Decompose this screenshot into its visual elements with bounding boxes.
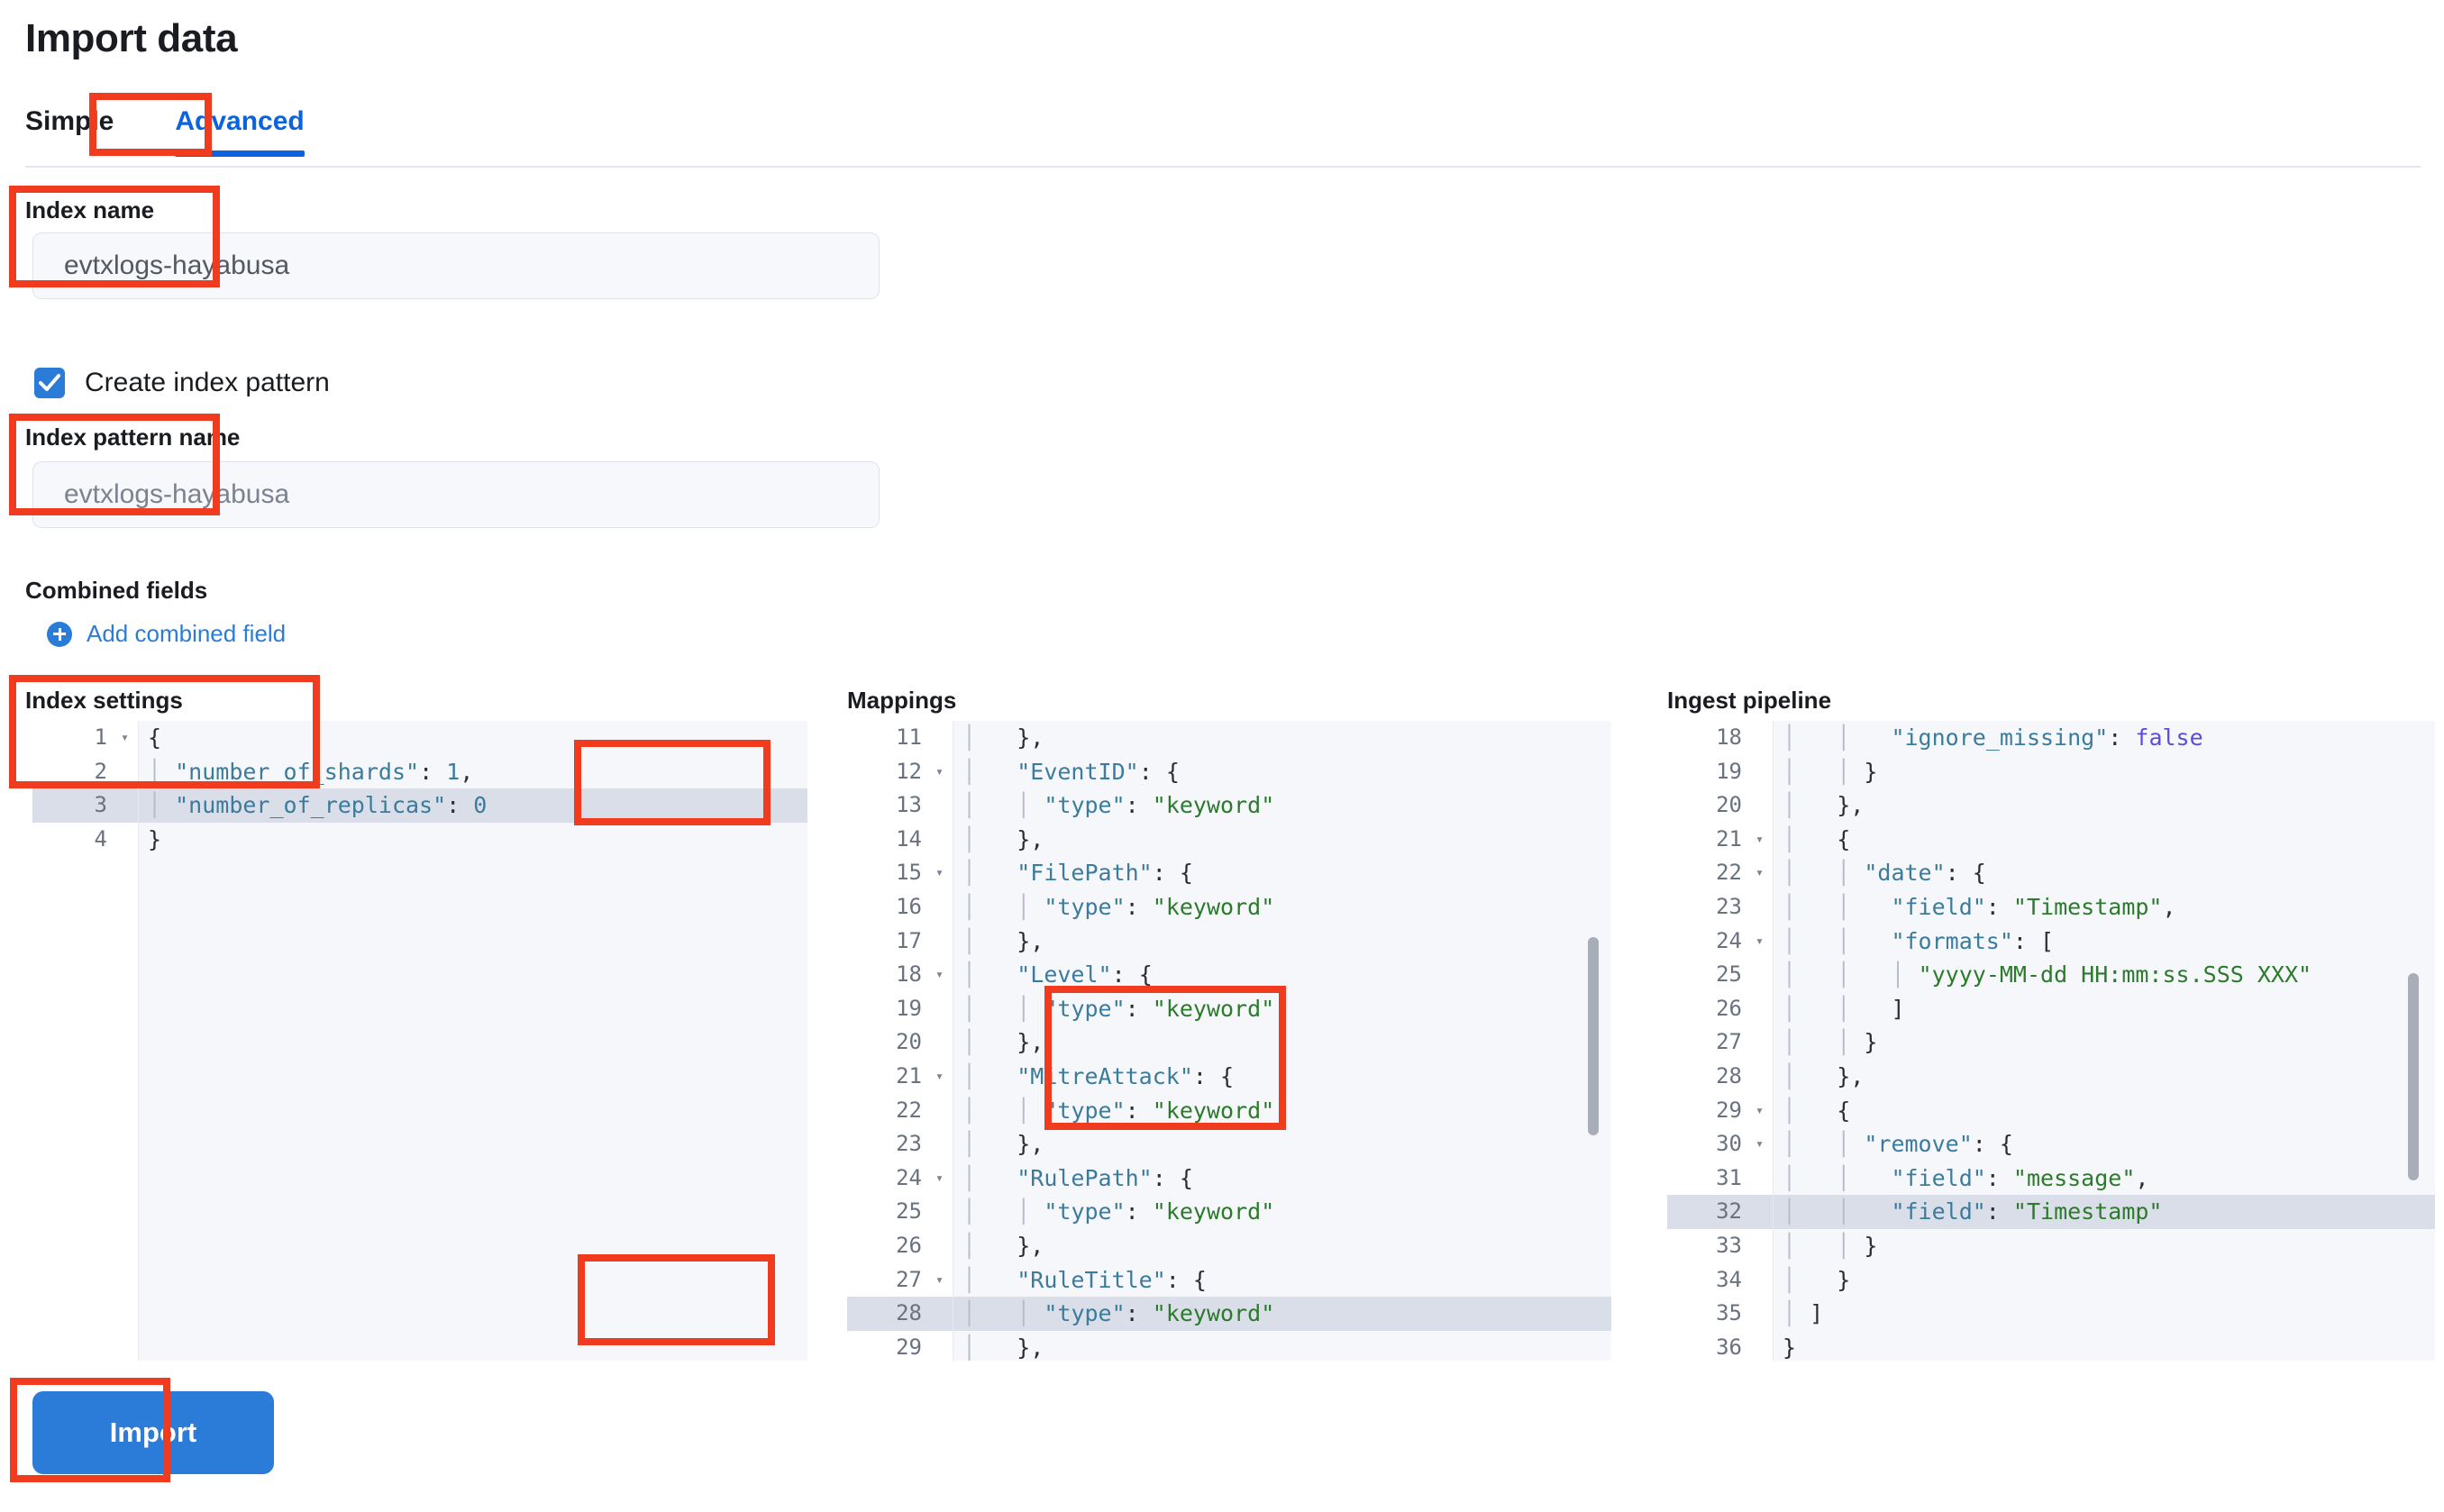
combined-fields-label: Combined fields <box>25 577 208 604</box>
tab-bar: Simple Advanced <box>25 101 335 157</box>
import-button[interactable]: Import <box>32 1391 274 1474</box>
page-title: Import data <box>25 16 238 60</box>
index-pattern-name-label: Index pattern name <box>25 424 241 451</box>
add-combined-field-label: Add combined field <box>87 620 287 647</box>
tab-advanced[interactable]: Advanced <box>144 101 334 157</box>
plus-circle-icon <box>47 621 72 647</box>
index-pattern-name-input[interactable]: evtxlogs-hayabusa <box>32 461 880 528</box>
tab-divider <box>25 166 2421 168</box>
index-settings-title: Index settings <box>25 687 183 714</box>
index-name-input[interactable]: evtxlogs-hayabusa <box>32 232 880 299</box>
ingest-pipeline-code[interactable]: │ │ "ignore_missing": false│ │ }│ },│ {│… <box>1774 721 2435 1361</box>
index-name-label: Index name <box>25 196 155 223</box>
create-index-pattern-row[interactable]: Create index pattern <box>34 368 330 398</box>
add-combined-field-button[interactable]: Add combined field <box>47 620 286 648</box>
mappings-code[interactable]: │ },│ "EventID": {│ │ "type": "keyword"│… <box>953 721 1611 1361</box>
tab-simple[interactable]: Simple <box>25 106 114 136</box>
checkbox-checked-icon[interactable] <box>34 368 65 398</box>
ingest-pipeline-title: Ingest pipeline <box>1667 687 1832 714</box>
mappings-title: Mappings <box>847 687 957 714</box>
mappings-scrollbar[interactable] <box>1588 937 1599 1135</box>
ingest-pipeline-scrollbar[interactable] <box>2408 973 2419 1180</box>
create-index-pattern-label: Create index pattern <box>85 368 330 397</box>
index-settings-code[interactable]: {│ "number_of_shards": 1,│ "number_of_re… <box>139 721 807 1361</box>
